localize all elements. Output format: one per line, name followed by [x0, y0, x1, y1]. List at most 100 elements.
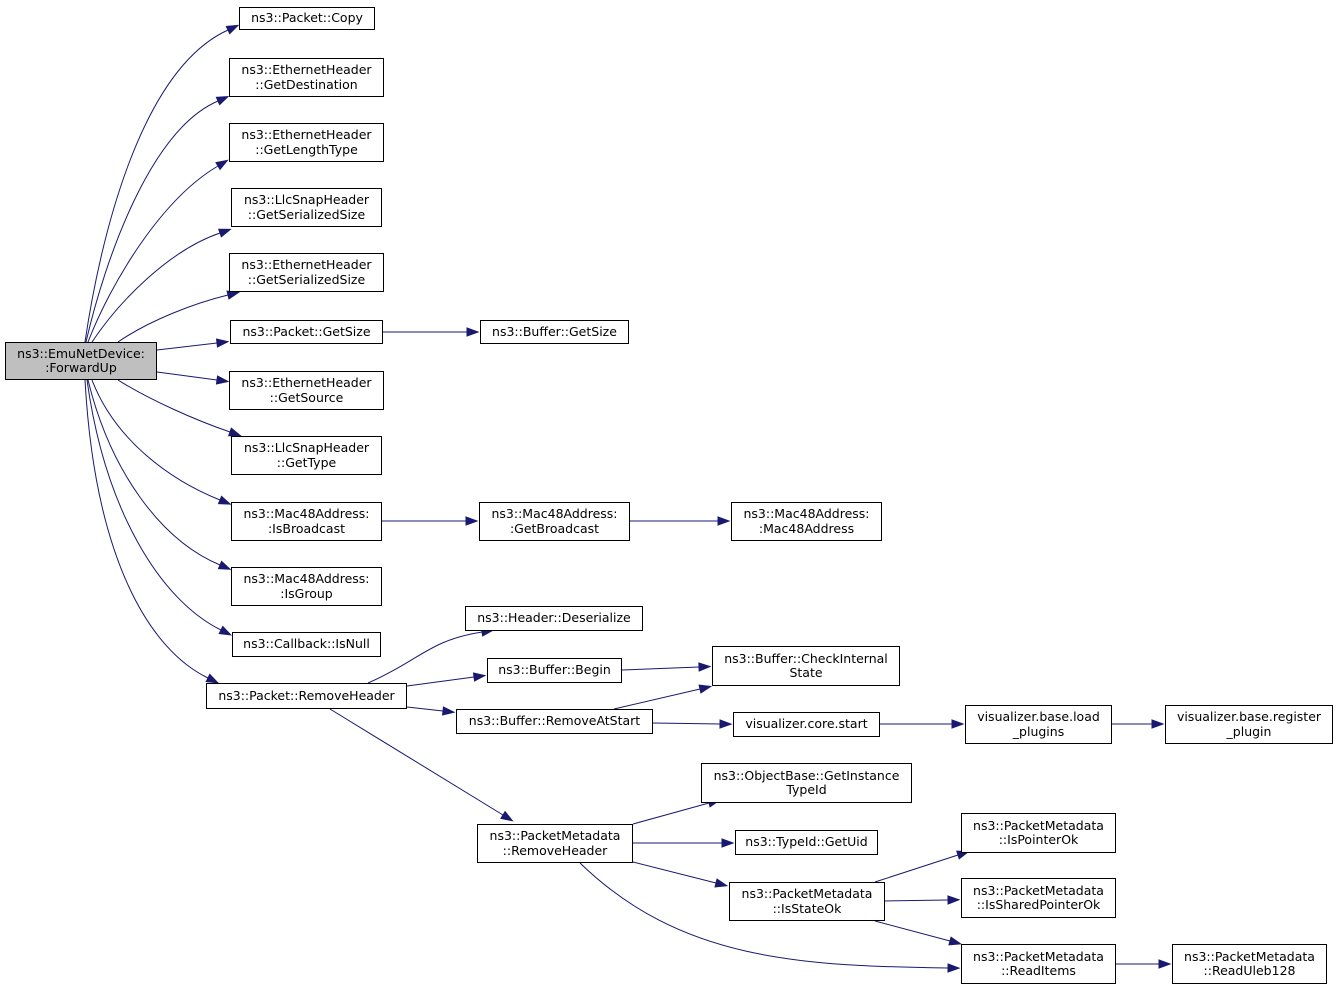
node-label: ns3::PacketMetadata — [973, 948, 1104, 964]
call-edge — [87, 379, 221, 566]
call-edge — [613, 688, 701, 710]
arrowhead-icon — [215, 95, 230, 106]
node-ethernetheader-getserializedsize[interactable]: ns3::EthernetHeader::GetSerializedSize — [229, 253, 384, 292]
node-mac48address-isgroup[interactable]: ns3::Mac48Address::IsGroup — [231, 567, 382, 606]
call-edge — [367, 631, 483, 684]
node-label: ns3::LlcSnapHeader — [243, 192, 370, 207]
node-label: ns3::PacketMetadata — [489, 828, 621, 843]
node-llcsnapheader-getserializedsize[interactable]: ns3::LlcSnapHeader::GetSerializedSize — [231, 188, 382, 227]
node-label: ::ReadUleb128 — [1203, 963, 1296, 978]
arrowhead-icon — [714, 878, 729, 888]
node-label: ::GetSource — [269, 389, 344, 405]
node-mac48address-mac48address[interactable]: ns3::Mac48Address::Mac48Address — [731, 502, 882, 541]
node-packet-getsize[interactable]: ns3::Packet::GetSize — [230, 320, 383, 344]
node-emunetdevice-forwardup[interactable]: ns3::EmuNetDevice::ForwardUp — [5, 342, 157, 380]
node-ethernetheader-getdestination[interactable]: ns3::EthernetHeader::GetDestination — [229, 58, 384, 97]
arrowhead-icon — [218, 625, 233, 636]
node-label: ns3::EmuNetDevice: — [17, 345, 145, 361]
node-packetmetadata-readuleb128[interactable]: ns3::PacketMetadata::ReadUleb128 — [1172, 944, 1327, 984]
node-label: ns3::Buffer::Begin — [498, 662, 611, 678]
arrowhead-icon — [947, 963, 961, 973]
arrowhead-icon — [698, 684, 713, 694]
arrowhead-icon — [215, 159, 229, 171]
call-edge — [329, 708, 504, 816]
node-label: :Mac48Address — [758, 520, 855, 536]
node-label: ::GetDestination — [255, 76, 358, 92]
node-typeid-getuid[interactable]: ns3::TypeId::GetUid — [735, 830, 878, 855]
node-label: ::IsPointerOk — [998, 832, 1079, 847]
node-label: ::GetSerializedSize — [247, 206, 366, 222]
node-label: :ForwardUp — [45, 360, 117, 375]
node-label: TypeId — [786, 782, 827, 797]
arrowhead-icon — [226, 290, 241, 300]
node-label: ns3::LlcSnapHeader — [243, 440, 370, 455]
arrowhead-icon — [947, 895, 961, 905]
node-label: State — [789, 665, 823, 680]
node-label: _plugin — [1226, 723, 1272, 739]
node-label: ns3::Header::Deserialize — [477, 610, 631, 626]
node-label: ns3::Mac48Address: — [243, 571, 370, 586]
call-edge — [579, 862, 949, 969]
node-buffer-getsize[interactable]: ns3::Buffer::GetSize — [480, 320, 629, 344]
node-ethernetheader-getsource[interactable]: ns3::EthernetHeader::GetSource — [229, 371, 384, 410]
node-label: ::GetType — [276, 454, 337, 470]
node-label: ns3::TypeId::GetUid — [745, 834, 868, 850]
node-packet-removeheader[interactable]: ns3::Packet::RemoveHeader — [206, 683, 407, 709]
call-edge — [884, 899, 949, 902]
node-label: :IsBroadcast — [267, 520, 346, 536]
node-label: ns3::Packet::Copy — [251, 10, 363, 26]
arrowhead-icon — [441, 706, 456, 716]
node-label: visualizer.base.load — [977, 709, 1100, 724]
node-visualizer-base-register-plugin[interactable]: visualizer.base.register_plugin — [1165, 705, 1333, 744]
call-edge — [652, 722, 721, 725]
arrowhead-icon — [719, 719, 733, 729]
arrowhead-icon — [951, 719, 965, 729]
arrowhead-icon — [698, 662, 712, 672]
node-packetmetadata-isstateok[interactable]: ns3::PacketMetadata::IsStateOk — [729, 882, 885, 921]
arrowhead-icon — [225, 24, 240, 35]
node-packetmetadata-ispointerok[interactable]: ns3::PacketMetadata::IsPointerOk — [961, 813, 1116, 853]
node-visualizer-base-load-plugins[interactable]: visualizer.base.load_plugins — [965, 705, 1112, 744]
arrowhead-icon — [472, 672, 487, 682]
arrowhead-icon — [217, 228, 232, 238]
node-callback-isnull[interactable]: ns3::Callback::IsNull — [232, 632, 381, 657]
node-label: visualizer.base.register — [1176, 709, 1322, 724]
node-buffer-begin[interactable]: ns3::Buffer::Begin — [487, 658, 622, 683]
node-label: ::IsStateOk — [772, 900, 842, 916]
node-mac48address-isbroadcast[interactable]: ns3::Mac48Address::IsBroadcast — [231, 502, 382, 541]
call-edge — [621, 666, 700, 671]
arrowhead-icon — [717, 516, 731, 526]
node-label: _plugins — [1012, 723, 1065, 739]
node-label: ::IsSharedPointerOk — [976, 897, 1101, 912]
node-buffer-removeatstart[interactable]: ns3::Buffer::RemoveAtStart — [456, 709, 653, 734]
node-packetmetadata-readitems[interactable]: ns3::PacketMetadata::ReadItems — [961, 944, 1116, 984]
node-visualizer-core-start[interactable]: visualizer.core.start — [733, 712, 880, 737]
call-edge — [86, 379, 222, 631]
call-edge — [84, 379, 209, 679]
node-llcsnapheader-gettype[interactable]: ns3::LlcSnapHeader::GetType — [231, 436, 382, 475]
node-label: :IsGroup — [280, 585, 333, 601]
node-label: ns3::PacketMetadata — [1184, 948, 1315, 964]
call-edge — [156, 342, 218, 351]
node-label: ns3::Mac48Address: — [491, 506, 618, 521]
node-header-deserialize[interactable]: ns3::Header::Deserialize — [465, 606, 643, 631]
call-edge — [874, 920, 951, 942]
node-packetmetadata-removeheader[interactable]: ns3::PacketMetadata::RemoveHeader — [477, 824, 633, 863]
node-packetmetadata-issharedpointerok[interactable]: ns3::PacketMetadata::IsSharedPointerOk — [961, 878, 1116, 918]
node-label: ns3::Buffer::CheckInternal — [724, 650, 888, 666]
node-mac48address-getbroadcast[interactable]: ns3::Mac48Address::GetBroadcast — [479, 502, 630, 541]
node-label: ns3::Buffer::RemoveAtStart — [468, 713, 641, 729]
call-edge — [87, 165, 219, 343]
call-edge — [874, 854, 959, 883]
node-label: ns3::EthernetHeader — [241, 257, 372, 272]
node-ethernetheader-getlengthtype[interactable]: ns3::EthernetHeader::GetLengthType — [229, 123, 384, 162]
node-label: ns3::Mac48Address: — [743, 506, 870, 521]
node-label: ns3::Buffer::GetSize — [492, 323, 617, 339]
node-label: :GetBroadcast — [509, 520, 600, 536]
node-label: ::GetSerializedSize — [247, 271, 366, 287]
node-packet-copy[interactable]: ns3::Packet::Copy — [239, 7, 375, 30]
arrowhead-icon — [227, 427, 242, 437]
